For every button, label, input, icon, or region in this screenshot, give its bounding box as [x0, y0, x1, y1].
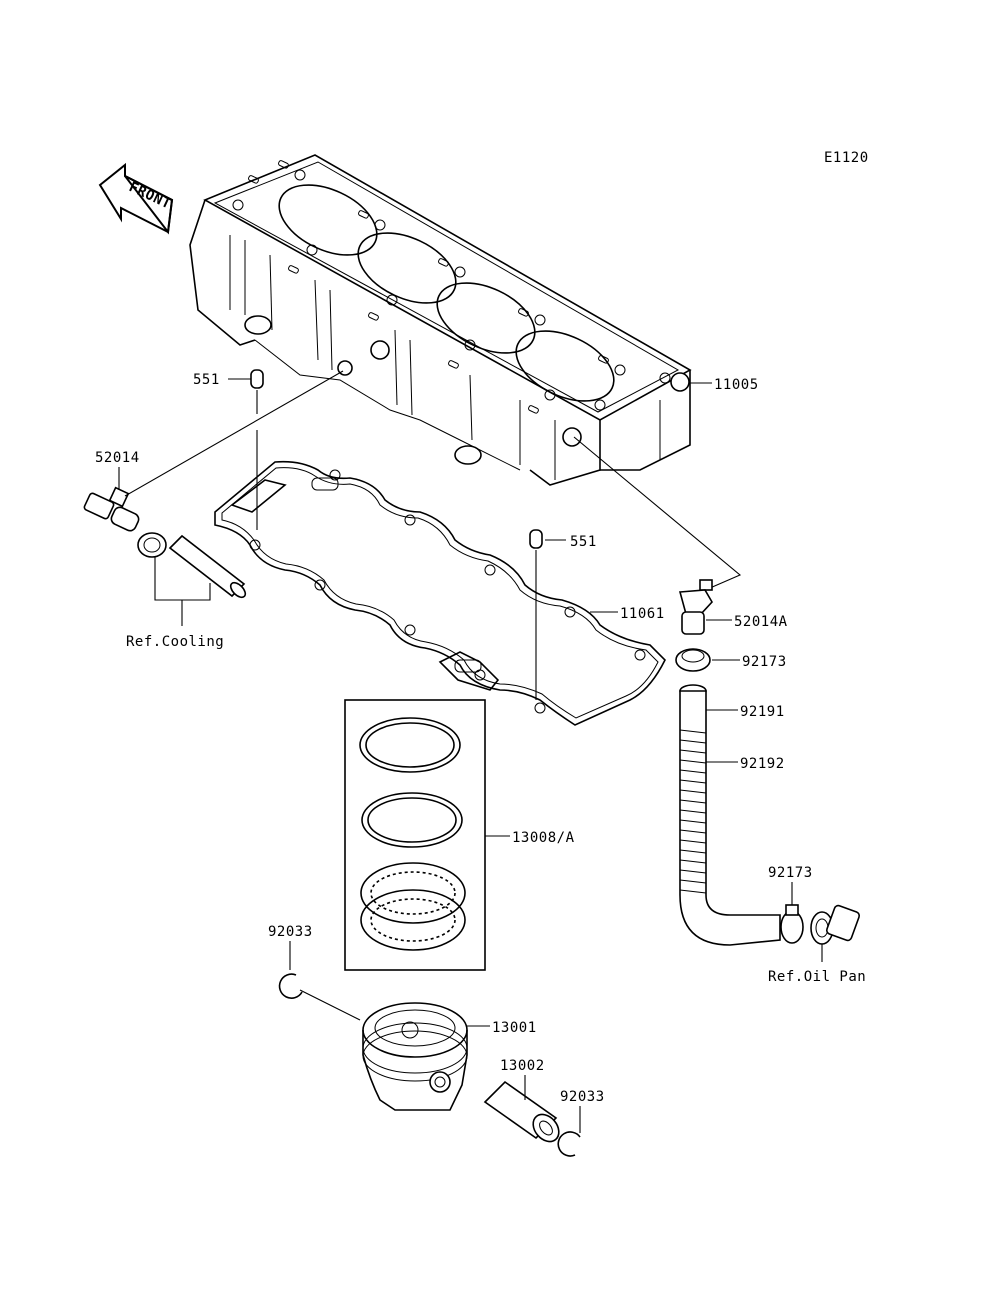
part-13008A: 13008/A — [512, 830, 575, 846]
part-52014: 52014 — [95, 450, 140, 466]
part-11005: 11005 — [714, 377, 759, 393]
part-13002: 13002 — [500, 1058, 545, 1074]
part-92192: 92192 — [740, 756, 785, 772]
ref-oil-pan: Ref.Oil Pan — [768, 969, 866, 985]
piston — [362, 1002, 468, 1111]
front-arrow-icon: FRONT — [98, 162, 174, 235]
fitting-52014 — [83, 486, 140, 532]
part-52014A: 52014A — [734, 614, 788, 630]
piston-pin — [483, 1080, 560, 1143]
part-11061: 11061 — [620, 606, 665, 622]
diagram-code: E1120 — [824, 150, 869, 166]
cylinder-block — [189, 154, 692, 486]
dowel-pin-551-bottom — [529, 529, 543, 549]
part-551-bottom: 551 — [570, 534, 597, 550]
part-92191: 92191 — [740, 704, 785, 720]
hose-clamp-92173-top — [675, 648, 711, 672]
cylinder-gasket — [214, 460, 666, 726]
part-551-top: 551 — [193, 372, 220, 388]
part-92173-bottom: 92173 — [768, 865, 813, 881]
cooling-hose — [168, 534, 247, 599]
ref-cooling: Ref.Cooling — [126, 634, 224, 650]
circlip-92033-right — [557, 1131, 581, 1157]
dowel-pin-551-top — [250, 369, 264, 389]
fitting-52014A — [678, 579, 713, 635]
oil-hose — [679, 684, 781, 946]
hose-clamp-cooling — [137, 532, 167, 558]
oil-pan-fitting — [810, 904, 861, 945]
hose-clamp-92173-bottom — [780, 904, 804, 944]
piston-ring-set-box — [344, 699, 486, 971]
piston-ring-set — [359, 717, 466, 951]
part-92033-left: 92033 — [268, 924, 313, 940]
circlip-92033-left — [278, 973, 303, 999]
part-92033-right: 92033 — [560, 1089, 605, 1105]
part-13001: 13001 — [492, 1020, 537, 1036]
part-92173-top: 92173 — [742, 654, 787, 670]
